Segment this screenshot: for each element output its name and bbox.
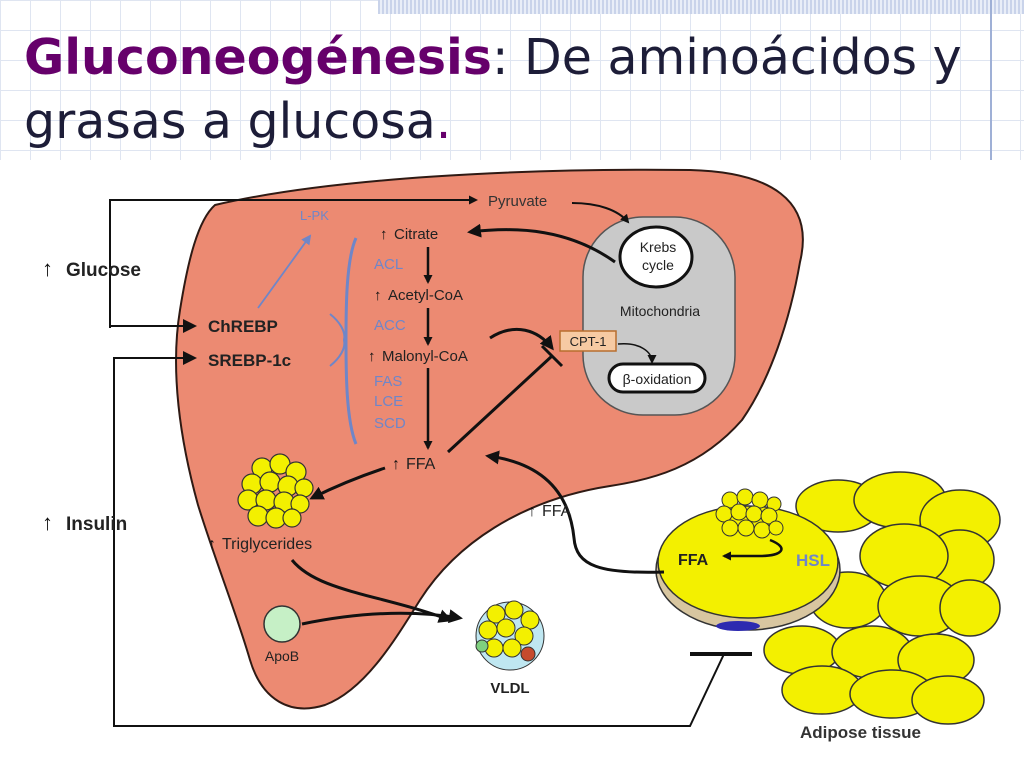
hsl-label: HSL [796,551,830,570]
beta-oxidation-label: β-oxidation [623,371,692,387]
acetylcoa-label: Acetyl-CoA [388,287,463,304]
malonylcoa-up-arrow: ↑ [368,348,376,365]
adipocyte-cluster [763,471,1001,725]
krebs-label-line2: cycle [642,257,674,273]
apob-to-vldl-arrow [301,609,463,626]
acl-label: ACL [374,256,403,273]
cpt1-label: CPT-1 [570,334,607,349]
triglyceride-droplet [237,453,314,529]
adipose-tissue-label: Adipose tissue [800,723,921,742]
adipocyte-main [657,505,839,619]
triglycerides-to-vldl-arrow [290,559,453,623]
header-decoration-band [378,0,1024,14]
metabolism-diagram: Krebs cycle Mitochondria β-oxidation CPT… [0,160,1024,768]
header-decoration-rule [990,0,992,160]
regulator-bracket [344,237,358,445]
malonylcoa-label: Malonyl-CoA [382,348,468,365]
title-rest: : De aminoácidos y grasas a glucosa [24,29,962,150]
insulin-feedback-loop [113,351,725,727]
insulin-up-arrow: ↑ [42,510,53,535]
glucose-to-pyruvate-line [109,195,478,328]
krebs-label-line1: Krebs [640,239,677,255]
citrate-up-arrow: ↑ [380,226,388,243]
cpt1-inhibition-bar [540,344,564,368]
scd-label: SCD [374,415,406,432]
acc-label: ACC [374,317,406,334]
ffa-plasma-up-arrow: ↑ [528,503,536,520]
triglycerides-label: Triglycerides [222,536,312,553]
apob-label: ApoB [265,648,299,664]
adipose-ffa-release-arrow [485,450,665,574]
pyruvate-label: Pyruvate [488,193,547,210]
ffa-adipocyte-label: FFA [678,552,709,569]
glucose-up-arrow: ↑ [42,256,53,281]
lce-label: LCE [374,393,403,410]
chrebp-to-lpk-arrow [257,234,312,309]
diagram-canvas: Krebs cycle Mitochondria β-oxidation CPT… [42,168,1001,742]
beta-oxidation-node [607,362,707,394]
krebs-cycle-node [618,225,694,289]
acetylcoa-up-arrow: ↑ [374,287,382,304]
pyruvate-to-krebs-arrow [571,202,630,224]
ffa-inhibits-cpt1-line [446,354,554,454]
insulin-label: Insulin [66,514,127,535]
hsl-lipolysis-arrow [722,538,783,561]
adipocyte-lipid-droplet [715,488,784,539]
chrebp-label: ChREBP [208,317,278,336]
regulator-bracket-brace [329,313,346,367]
ffa-liver-label: FFA [406,456,436,473]
slide-title: Gluconeogénesis: De aminoácidos y grasas… [24,26,984,154]
glucose-label: Glucose [66,260,141,281]
srebp-label: SREBP-1c [208,351,291,370]
vldl-label: VLDL [490,680,529,697]
cpt1-to-beta-oxidation-arrow [617,343,657,364]
triglycerides-up-arrow: ↑ [208,536,216,553]
ffa-plasma-label: FFA [542,503,572,520]
cpt1-box [559,330,617,352]
ffa-liver-up-arrow: ↑ [392,456,400,473]
fas-label: FAS [374,373,402,390]
vldl-particle [475,600,545,671]
malonylcoa-inhibits-cpt1-arrow [489,327,554,351]
adipocyte-nucleus [716,621,760,631]
mitochondria-label: Mitochondria [620,303,700,319]
apob-node [263,605,301,643]
ffa-to-triglycerides-arrow [309,466,386,500]
title-period: . [435,93,452,150]
citrate-label: Citrate [394,226,438,243]
krebs-to-citrate-arrow [467,223,616,264]
lpk-label: L-PK [300,208,329,223]
title-keyword: Gluconeogénesis [24,29,492,86]
